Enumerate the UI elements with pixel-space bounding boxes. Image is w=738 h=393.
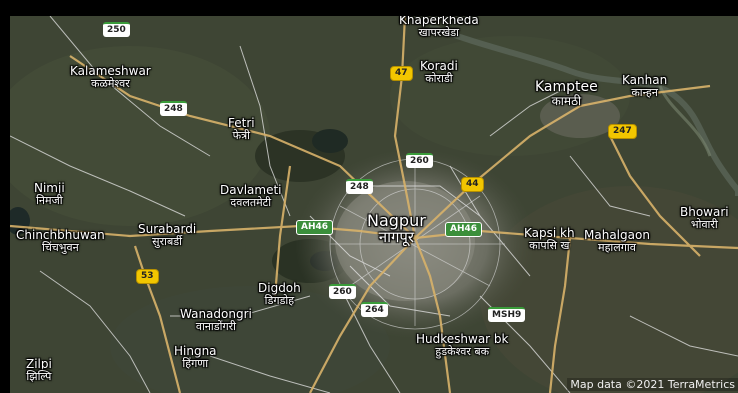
place-name-en: Fetri <box>228 116 255 130</box>
place-label-kanhan[interactable]: Kanhan कान्हन <box>622 74 667 98</box>
road-shield-ah46[interactable]: AH46 <box>445 222 483 237</box>
place-name-en: Khaperkheda <box>399 16 479 27</box>
place-name-en: Kapsi kh <box>524 226 575 240</box>
place-name-en: Hudkeshwar bk <box>416 332 509 346</box>
place-name-en: Nagpur <box>367 211 426 230</box>
road-shield-msh9[interactable]: MSH9 <box>488 307 526 322</box>
place-name-en: Hingna <box>174 344 217 358</box>
place-label-hudkeshwar-bk[interactable]: Hudkeshwar bk हुडकेश्वर बक <box>416 333 509 357</box>
place-name-hi: कान्हन <box>631 85 658 99</box>
place-name-en: Wanadongri <box>180 307 252 321</box>
place-name-hi: खापरखेडा <box>418 25 459 39</box>
place-name-hi: नागपूर <box>378 227 415 246</box>
road-shield-260[interactable]: 260 <box>406 153 433 168</box>
road-shield-260[interactable]: 260 <box>329 284 356 299</box>
place-label-chinchbhuwan[interactable]: Chinchbhuwan चिंचभुवन <box>16 229 105 253</box>
place-name-hi: झिल्पि <box>26 369 52 383</box>
road-shield-264[interactable]: 264 <box>361 302 388 317</box>
place-label-digdoh[interactable]: Digdoh डिगडोह <box>258 282 301 306</box>
road-shield-53[interactable]: 53 <box>136 269 159 284</box>
place-name-en: Mahalgaon <box>584 228 650 242</box>
place-name-hi: कळमेश्वर <box>91 76 130 90</box>
place-label-kapsi-kh[interactable]: Kapsi kh कापसि ख <box>524 227 575 251</box>
place-name-hi: वानाडोंगरी <box>195 319 237 333</box>
road-shield-250[interactable]: 250 <box>103 22 130 37</box>
place-name-hi: डिगडोह <box>264 293 295 307</box>
place-label-hingna[interactable]: Hingna हिंगणा <box>174 345 217 369</box>
place-label-zilpi[interactable]: Zilpi झिल्पि <box>26 358 52 382</box>
place-label-nimji[interactable]: Nimji निमजी <box>34 182 65 206</box>
place-name-hi: फेत्री <box>232 128 250 142</box>
place-label-khaperkheda[interactable]: Khaperkheda खापरखेडा <box>399 16 479 38</box>
satellite-map[interactable]: Khaperkheda खापरखेडा Koradi कोराडी Kalam… <box>10 16 738 393</box>
place-label-kalameshwar[interactable]: Kalameshwar कळमेश्वर <box>70 65 151 89</box>
place-name-hi: हिंगणा <box>182 356 209 370</box>
place-label-fetri[interactable]: Fetri फेत्री <box>228 117 255 141</box>
place-name-hi: हुडकेश्वर बक <box>435 344 490 358</box>
map-attribution: Map data ©2021 TerraMetrics <box>567 378 738 391</box>
place-name-hi: भोवारी <box>690 217 718 231</box>
road-shield-44[interactable]: 44 <box>461 177 484 192</box>
place-label-kamptee[interactable]: Kamptee कामठी <box>535 80 598 107</box>
place-label-bhowari[interactable]: Bhowari भोवारी <box>680 206 729 230</box>
road-shield-248[interactable]: 248 <box>346 179 373 194</box>
place-label-nagpur[interactable]: Nagpur नागपूर <box>367 211 426 246</box>
place-name-hi: सुराबर्डी <box>152 234 182 248</box>
road-shield-ah46[interactable]: AH46 <box>296 220 334 235</box>
place-label-koradi[interactable]: Koradi कोराडी <box>420 60 458 84</box>
place-name-en: Surabardi <box>138 222 197 236</box>
place-label-mahalgaon[interactable]: Mahalgaon महालगाव <box>584 229 650 253</box>
place-name-hi: कापसि ख <box>529 238 570 252</box>
place-name-hi: निमजी <box>36 193 63 207</box>
place-name-en: Chinchbhuwan <box>16 228 105 242</box>
place-name-en: Digdoh <box>258 281 301 295</box>
place-name-hi: कोराडी <box>425 71 453 85</box>
place-name-en: Koradi <box>420 59 458 73</box>
place-name-en: Kalameshwar <box>70 64 151 78</box>
place-name-en: Nimji <box>34 181 65 195</box>
place-name-hi: महालगाव <box>598 240 636 254</box>
place-name-en: Bhowari <box>680 205 729 219</box>
place-name-en: Kamptee <box>535 79 598 95</box>
road-shield-248[interactable]: 248 <box>160 101 187 116</box>
place-label-wanadongri[interactable]: Wanadongri वानाडोंगरी <box>180 308 252 332</box>
place-name-en: Zilpi <box>26 357 52 371</box>
place-name-hi: दवलतमेटी <box>230 195 272 209</box>
road-shield-47[interactable]: 47 <box>390 66 413 81</box>
place-name-hi: कामठी <box>551 93 582 108</box>
place-name-en: Davlameti <box>220 183 282 197</box>
place-name-en: Kanhan <box>622 73 668 87</box>
place-label-surabardi[interactable]: Surabardi सुराबर्डी <box>138 223 196 247</box>
road-shield-247[interactable]: 247 <box>608 124 637 139</box>
place-label-davlameti[interactable]: Davlameti दवलतमेटी <box>220 184 282 208</box>
place-name-hi: चिंचभुवन <box>41 240 79 254</box>
map-terrain <box>10 16 738 393</box>
